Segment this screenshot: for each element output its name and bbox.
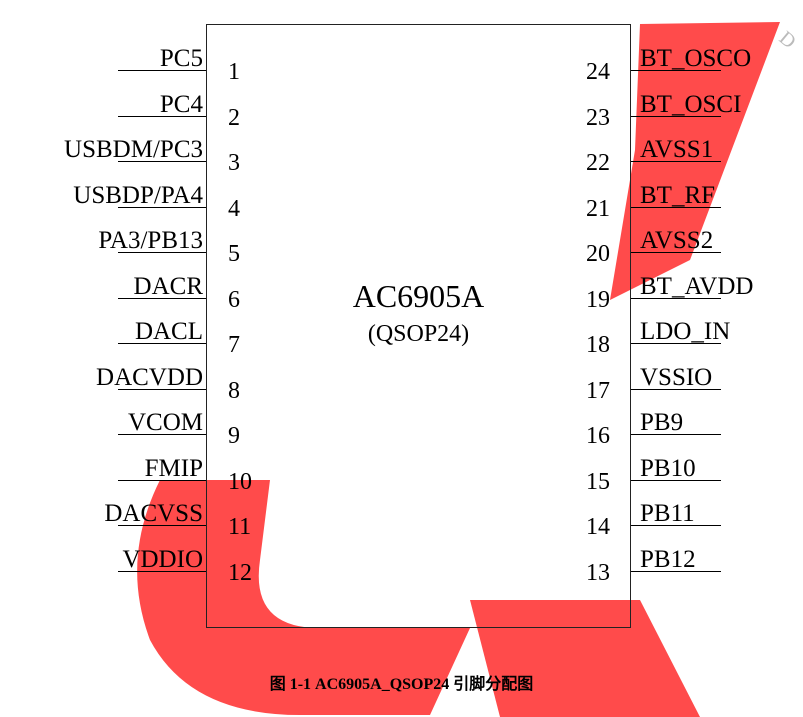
pin-line-right — [631, 252, 721, 253]
pin-line-right — [631, 115, 721, 117]
pin-number: 9 — [228, 423, 240, 449]
pin-number: 6 — [228, 286, 240, 313]
pin-label: LDO_IN — [640, 318, 731, 345]
pin-label: AVSS2 — [640, 227, 714, 254]
pin-label: PB9 — [640, 409, 684, 436]
pin-number: 24 — [586, 59, 610, 85]
pin-number: 11 — [228, 514, 252, 540]
pin-number: 21 — [586, 195, 610, 222]
figure-caption: 图 1-1 AC6905A_QSOP24 引脚分配图 — [269, 676, 534, 693]
pin-label: USBDP/PA4 — [73, 181, 203, 209]
pin-line-left — [118, 479, 206, 481]
pin-line-right — [631, 206, 721, 208]
pin-number: 23 — [586, 104, 610, 131]
pin-label: DACVDD — [96, 363, 203, 391]
pin-line-right — [631, 388, 721, 390]
pin-label: VSSIO — [640, 363, 713, 391]
pin-line-right — [631, 570, 721, 572]
chip-name: AC6905A — [352, 278, 485, 314]
pin-number: 3 — [228, 150, 240, 176]
pin-number: 5 — [228, 241, 240, 267]
pin-number: 10 — [228, 468, 252, 495]
pin-number: 4 — [228, 195, 240, 222]
pin-label: PB10 — [640, 454, 696, 482]
pin-number: 14 — [586, 514, 610, 540]
pin-line-left — [118, 297, 206, 299]
pin-number: 18 — [586, 332, 610, 358]
pin-number: 7 — [228, 332, 240, 358]
pin-label: VCOM — [127, 409, 203, 436]
pin-label: AVSS1 — [640, 136, 714, 163]
pin-line-left — [118, 252, 206, 253]
pin-label: PB12 — [640, 545, 696, 573]
pin-label: FMIP — [144, 454, 203, 482]
pin-number: 16 — [586, 423, 610, 449]
pin-line-left — [118, 388, 206, 390]
pin-line-left — [118, 115, 206, 117]
pin-label: VDDIO — [122, 545, 203, 573]
pin-number: 2 — [228, 104, 240, 131]
pin-line-right — [631, 161, 721, 162]
pin-line-left — [118, 570, 206, 572]
pin-label: DACR — [133, 272, 203, 300]
pin-label: PB11 — [640, 500, 695, 527]
pin-number: 15 — [586, 468, 610, 495]
pin-line-right — [631, 297, 721, 299]
pin-number: 19 — [586, 286, 610, 313]
pin-label: BT_OSCO — [640, 45, 752, 72]
pin-line-right — [631, 70, 721, 71]
pin-number: 12 — [228, 559, 252, 586]
pin-number: 8 — [228, 377, 240, 404]
pin-number: 13 — [586, 559, 610, 586]
pin-label: USBDM/PC3 — [64, 136, 203, 163]
pin-line-right — [631, 525, 721, 526]
pin-line-right — [631, 343, 721, 344]
pin-label: PA3/PB13 — [98, 227, 203, 254]
pin-number: 20 — [586, 241, 610, 267]
pin-label: DACL — [134, 318, 203, 345]
pin-label: PC4 — [159, 90, 203, 118]
pin-number: 17 — [586, 377, 610, 404]
pin-line-left — [118, 70, 206, 71]
pin-line-right — [631, 479, 721, 481]
chip-body — [206, 24, 631, 628]
pin-line-left — [118, 206, 206, 208]
pin-label: PC5 — [159, 45, 203, 72]
pin-line-right — [631, 434, 721, 435]
pin-label: BT_RF — [640, 181, 716, 209]
pin-number: 1 — [228, 59, 240, 85]
pin-label: DACVSS — [104, 500, 203, 527]
pin-line-left — [118, 434, 206, 435]
pin-label: BT_AVDD — [640, 272, 754, 300]
pin-line-left — [118, 343, 206, 344]
pin-number: 22 — [586, 150, 610, 176]
watermark-text: D — [775, 27, 800, 53]
pin-line-left — [118, 161, 206, 162]
pin-label: BT_OSCI — [640, 90, 742, 118]
pin-line-left — [118, 525, 206, 526]
chip-package: (QSOP24) — [367, 321, 470, 347]
